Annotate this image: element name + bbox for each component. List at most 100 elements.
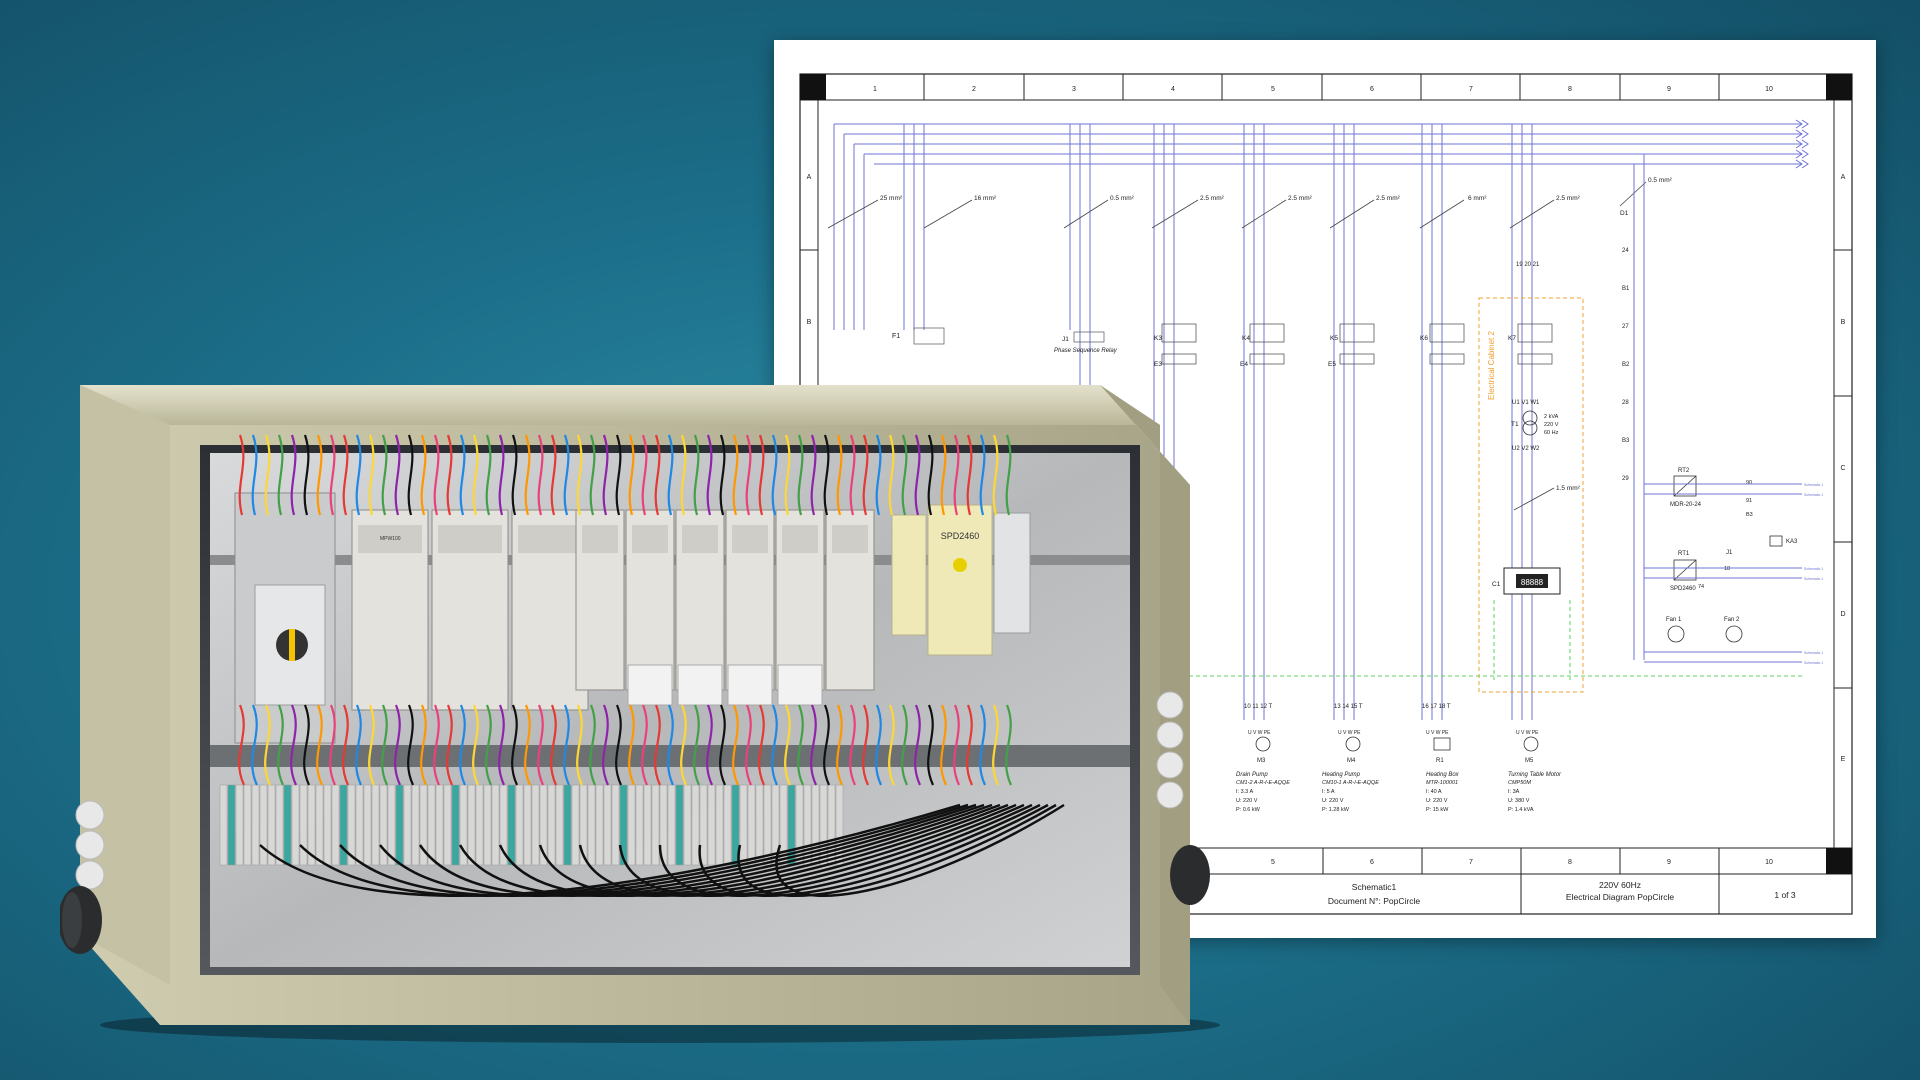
cable-size-label: 0.5 mm² — [1648, 177, 1673, 184]
wire — [667, 704, 674, 786]
wire — [810, 704, 817, 786]
cable-glands-right — [1156, 691, 1210, 905]
wire — [316, 704, 323, 786]
wire — [966, 434, 973, 516]
terminal-label: 18 — [1724, 566, 1730, 572]
wire — [342, 704, 349, 786]
load-voltage: U: 380 V — [1508, 798, 1530, 804]
wire — [446, 704, 453, 786]
terminal-block — [315, 784, 324, 866]
contactor-face — [438, 525, 502, 553]
wire — [706, 704, 713, 786]
corner-block-tl — [800, 74, 826, 100]
row-label: D — [1840, 611, 1845, 618]
terminal-block — [363, 784, 372, 866]
terminal-label: U V W PE — [1516, 730, 1539, 736]
terminal-block — [379, 784, 388, 866]
contactor-symbol — [1249, 323, 1285, 343]
output-tag: Schematic 1 — [1804, 567, 1823, 571]
terminal-label: 16 17 18 T — [1422, 704, 1451, 710]
device-k3-label: K3 — [1154, 335, 1162, 342]
wire — [914, 434, 921, 516]
wire — [758, 704, 765, 786]
wire — [368, 704, 375, 786]
terminal-block — [459, 784, 468, 866]
terminal-block — [443, 784, 452, 866]
terminal-block — [739, 784, 748, 866]
row-label: E — [1841, 756, 1846, 763]
terminal-block — [251, 784, 260, 866]
load-id: M5 — [1525, 758, 1534, 764]
transformer-rating: 2 kVA — [1544, 414, 1559, 420]
load-power: P: 15 kW — [1426, 807, 1449, 813]
device-ka3-symbol — [1769, 535, 1783, 547]
load-id: R1 — [1436, 758, 1444, 764]
wire — [277, 704, 284, 786]
device-e5-label: E5 — [1328, 361, 1336, 368]
contactor-symbol — [1339, 323, 1375, 343]
terminal-block — [523, 784, 532, 866]
phase-relay-symbol — [1073, 331, 1105, 343]
terminal-block — [595, 784, 604, 866]
col-label: 8 — [1568, 859, 1572, 866]
terminal-block — [283, 784, 292, 866]
load-model: CM10-1 A-R-I-E-AQQE — [1322, 780, 1379, 786]
wire — [602, 704, 609, 786]
device-f1-label: F1 — [892, 333, 900, 340]
col-label: 7 — [1469, 859, 1473, 866]
contactor-face — [682, 525, 718, 553]
bus-arrows — [1795, 119, 1809, 169]
wire — [472, 434, 479, 516]
terminal-block — [707, 784, 716, 866]
terminal-block — [563, 784, 572, 866]
wire — [433, 704, 440, 786]
wire — [732, 434, 739, 516]
contactor-face — [732, 525, 768, 553]
wire — [563, 434, 570, 516]
terminal-label: 27 — [1622, 324, 1629, 330]
terminal-block — [827, 784, 836, 866]
wire — [927, 434, 934, 516]
wire — [303, 434, 310, 516]
wire — [719, 434, 726, 516]
wire — [940, 704, 947, 786]
device-ka3-label: KA3 — [1786, 539, 1798, 545]
device-rt2-symbol — [1673, 475, 1697, 497]
cable — [259, 803, 961, 897]
load-current: I: 5 A — [1322, 789, 1335, 795]
wire — [862, 704, 869, 786]
transformer-t1: Electrical Cabinet 2 U1 V1 W1 T1 2 kVA 2… — [1478, 297, 1584, 693]
terminal-block — [299, 784, 308, 866]
wire — [329, 704, 336, 786]
terminal-block-rail — [219, 784, 844, 866]
wire — [264, 434, 271, 516]
wire — [342, 434, 349, 516]
wire — [1005, 434, 1012, 516]
transformer-rating: 220 V — [1544, 422, 1559, 428]
wire — [693, 704, 700, 786]
wire — [472, 704, 479, 786]
terminal-block — [755, 784, 764, 866]
load-power: P: 1.4 kVA — [1508, 807, 1534, 813]
transformer-rating: 60 Hz — [1544, 430, 1559, 436]
wire — [498, 434, 505, 516]
terminal-block — [547, 784, 556, 866]
wire — [758, 434, 765, 516]
wire — [901, 704, 908, 786]
cable-glands-left — [58, 800, 105, 954]
contactor-face — [782, 525, 818, 553]
wire — [420, 434, 427, 516]
wire — [589, 704, 596, 786]
wire — [641, 704, 648, 786]
terminal-block — [291, 784, 300, 866]
terminal-block — [347, 784, 356, 866]
terminal-block — [307, 784, 316, 866]
power-supply-label: SPD2460 — [941, 531, 980, 541]
load-current: I: 3.3 A — [1236, 789, 1253, 795]
wire — [940, 434, 947, 516]
load-current: I: 3A — [1508, 789, 1520, 795]
wire — [420, 704, 427, 786]
terminal-block — [227, 784, 236, 866]
wire — [836, 704, 843, 786]
terminal-block — [267, 784, 276, 866]
